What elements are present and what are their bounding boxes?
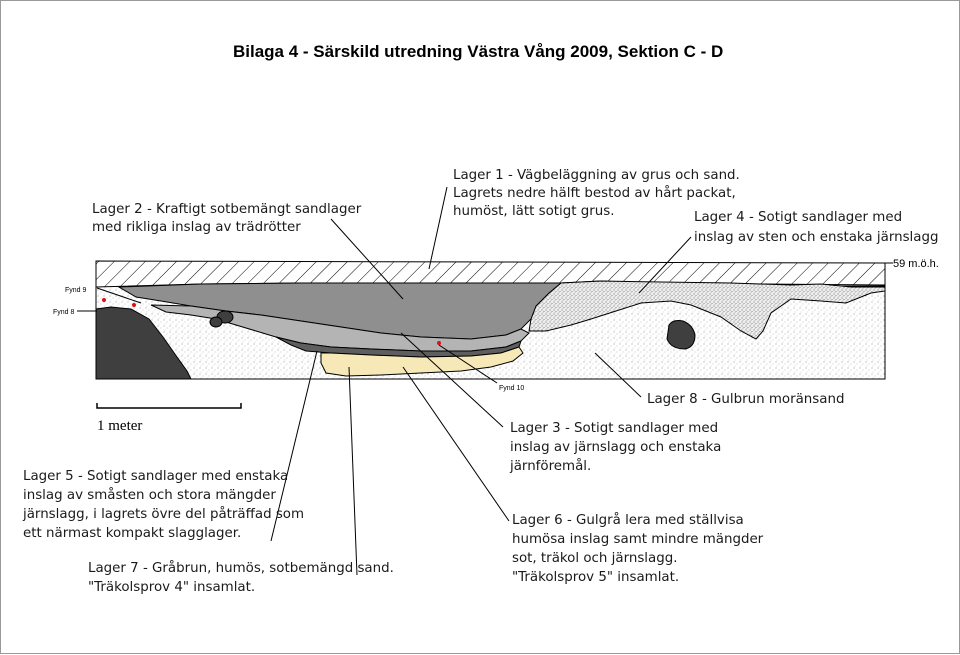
scale-bar <box>96 403 242 409</box>
svg-text:Lager 8 - Gulbrun moränsand: Lager 8 - Gulbrun moränsand <box>647 392 844 407</box>
fynd10-dot <box>437 341 441 345</box>
leader-lager7 <box>348 366 358 576</box>
svg-text:inslag av järnslagg och enstak: inslag av järnslagg och enstaka <box>510 440 721 455</box>
stone-small-b <box>209 316 223 328</box>
svg-text:humöst, lätt sotigt grus.: humöst, lätt sotigt grus. <box>453 204 615 219</box>
svg-text:järnföremål.: järnföremål. <box>509 457 591 474</box>
fynd9-label: Fynd 9 <box>65 287 87 294</box>
fynd8-dot <box>132 303 136 307</box>
fynd9-dot <box>102 298 106 302</box>
lager4-layer <box>528 280 886 340</box>
svg-text:Lager 5 - Sotigt sandlager med: Lager 5 - Sotigt sandlager med enstaka <box>23 469 288 484</box>
fynd8-label: Fynd 8 <box>53 309 75 316</box>
label-lager1: Lager 1 - Vägbeläggning av grus och sand… <box>453 168 740 219</box>
label-lager6: Lager 6 - Gulgrå lera med ställvisa humö… <box>512 511 764 585</box>
svg-text:inslag av småsten och stora mä: inslag av småsten och stora mängder <box>23 486 276 503</box>
leader-lager5 <box>270 350 318 542</box>
svg-text:järnslagg, i lagrets övre del: järnslagg, i lagrets övre del påträffad … <box>22 505 304 522</box>
label-lager2: Lager 2 - Kraftigt sotbemängt sandlager … <box>92 202 362 235</box>
svg-text:inslag av sten och enstaka jär: inslag av sten och enstaka järnslagg <box>694 230 938 245</box>
svg-text:Lagrets nedre hälft bestod av: Lagrets nedre hälft bestod av hårt packa… <box>453 184 736 201</box>
leader-fynd10 <box>438 344 498 384</box>
svg-text:ett närmast kompakt slagglager: ett närmast kompakt slagglager. <box>23 526 241 541</box>
svg-text:humösa inslag samt mindre mäng: humösa inslag samt mindre mängder <box>512 532 764 547</box>
label-lager8: Lager 8 - Gulbrun moränsand <box>647 392 844 407</box>
svg-text:Lager 2 - Kraftigt sotbemängt: Lager 2 - Kraftigt sotbemängt sandlager <box>92 202 362 217</box>
svg-text:"Träkolsprov 4" insamlat.: "Träkolsprov 4" insamlat. <box>88 580 255 595</box>
label-lager3: Lager 3 - Sotigt sandlager med inslag av… <box>509 421 721 474</box>
label-lager7: Lager 7 - Gråbrun, humös, sotbemängd san… <box>88 559 394 595</box>
svg-text:"Träkolsprov 5" insamlat.: "Träkolsprov 5" insamlat. <box>512 570 679 585</box>
leader-lager4 <box>638 236 692 294</box>
leader-lager1 <box>428 186 448 270</box>
leader-lager8 <box>594 352 642 398</box>
leader-lager6 <box>402 366 510 522</box>
svg-text:Lager 6 - Gulgrå lera med stäl: Lager 6 - Gulgrå lera med ställvisa <box>512 511 744 528</box>
svg-text:Lager 4 - Sotigt sandlager med: Lager 4 - Sotigt sandlager med <box>694 210 902 225</box>
lager6-layer <box>320 346 524 377</box>
label-lager5: Lager 5 - Sotigt sandlager med enstaka i… <box>22 469 304 541</box>
leader-lager3 <box>400 332 504 428</box>
fynd10-label: Fynd 10 <box>499 385 524 392</box>
leader-lager2 <box>330 218 404 300</box>
svg-text:med rikliga inslag av trädrött: med rikliga inslag av trädrötter <box>92 220 301 235</box>
elevation-label: 59 m.ö.h. <box>893 258 939 270</box>
figure-title: Bilaga 4 - Särskild utredning Västra Vån… <box>233 42 723 61</box>
scale-label: 1 meter <box>97 418 142 434</box>
label-lager4: Lager 4 - Sotigt sandlager med inslag av… <box>694 210 938 245</box>
svg-text:Lager 1 - Vägbeläggning av gru: Lager 1 - Vägbeläggning av grus och sand… <box>453 168 740 183</box>
stone-large-left <box>95 306 192 380</box>
svg-text:sot, träkol och järnslagg.: sot, träkol och järnslagg. <box>512 551 677 566</box>
svg-text:Lager 3 - Sotigt sandlager med: Lager 3 - Sotigt sandlager med <box>510 421 718 436</box>
stone-right <box>666 320 696 350</box>
leader-fynd9 <box>96 287 142 304</box>
svg-text:Lager 7 - Gråbrun, humös, sotb: Lager 7 - Gråbrun, humös, sotbemängd san… <box>88 559 394 576</box>
